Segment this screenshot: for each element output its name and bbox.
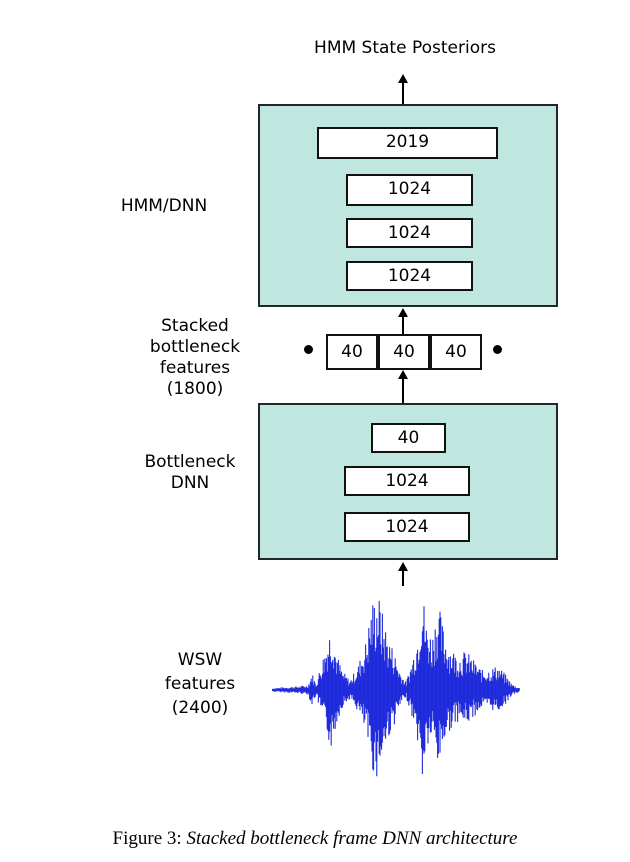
caption-text: Stacked bottleneck frame DNN architectur… [186,828,518,849]
input-label-line-1: WSW [177,650,223,670]
output-arrow-head [398,74,408,83]
context-dot-left [304,345,313,354]
input-label-line-3: (2400) [171,698,229,718]
stacked-label-line-3: features [159,358,231,378]
input-to-bottleneck-arrow-line [402,570,404,586]
context-dot-right [493,345,502,354]
bottleneck-dnn-label-line-1: Bottleneck [144,452,236,472]
input-to-bottleneck-arrow-head [398,562,408,571]
hmm-dnn-hidden-layer-3: 1024 [346,261,473,291]
stacked-label-line-1: Stacked [161,316,229,336]
stacked-frame-left: 40 [326,334,378,370]
bottleneck-layer: 40 [371,423,446,453]
bottleneck-dnn-hidden-layer-1: 1024 [344,466,470,496]
stacked-to-hmm-arrow-head [398,308,408,317]
hmm-dnn-label: HMM/DNN [120,196,208,216]
input-label: WSW features (2400) [140,650,260,719]
caption-prefix: Figure 3: [112,828,182,849]
stacked-frame-right: 40 [430,334,482,370]
bottleneck-to-stacked-arrow-line [402,378,404,403]
bottleneck-dnn-label-line-2: DNN [170,473,210,493]
bottleneck-to-stacked-arrow-head [398,370,408,379]
bottleneck-dnn-hidden-layer-2: 1024 [344,512,470,542]
stacked-label-line-2: bottleneck [149,337,241,357]
figure-caption: Figure 3: Stacked bottleneck frame DNN a… [0,828,630,850]
bottleneck-dnn-label: Bottleneck DNN [124,452,256,494]
output-label: HMM State Posteriors [314,38,496,58]
bottleneck-dnn-block: 40 1024 1024 [258,403,558,560]
stacked-frame-center: 40 [378,334,430,370]
input-label-line-2: features [164,674,236,694]
stacked-label: Stacked bottleneck features (1800) [130,316,260,400]
hmm-dnn-output-layer: 2019 [317,127,498,159]
output-arrow-line [402,82,404,104]
stacked-label-line-4: (1800) [166,379,224,399]
stacked-to-hmm-arrow-line [402,316,404,334]
hmm-dnn-block: 2019 1024 1024 1024 [258,104,558,307]
speech-waveform [272,600,520,777]
hmm-dnn-hidden-layer-1: 1024 [346,174,473,206]
hmm-dnn-hidden-layer-2: 1024 [346,218,473,248]
